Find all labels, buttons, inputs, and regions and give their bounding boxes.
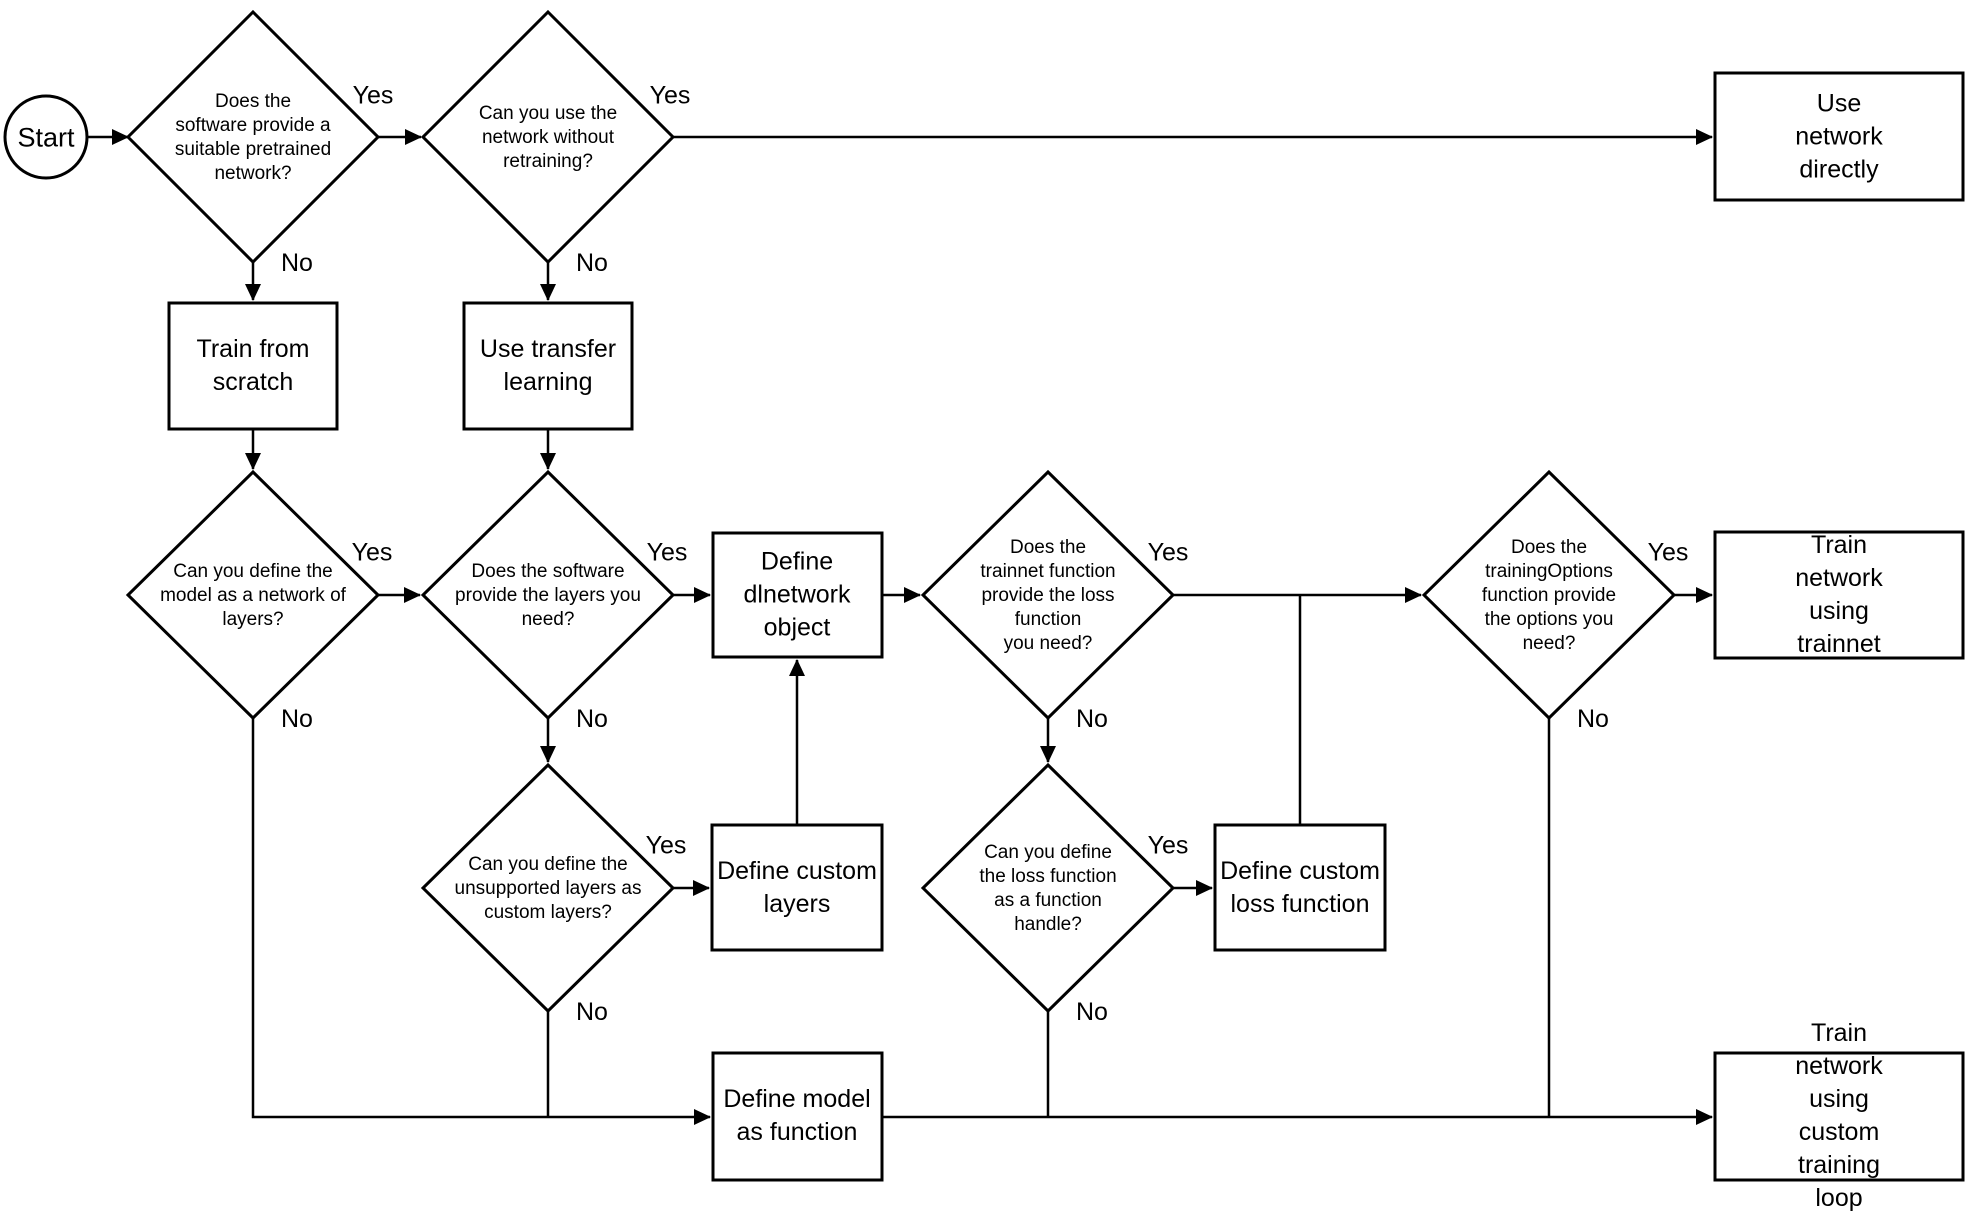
edge-label-no-pretrained: No (281, 249, 313, 277)
edge-label-yes-trainnet: Yes (1147, 538, 1189, 567)
decision-layers-provided-diamond (420, 469, 676, 721)
edge-label-yes-unsupported: Yes (645, 831, 687, 860)
edge-label-no-retraining: No (576, 249, 608, 277)
decision-training-options-diamond (1421, 469, 1677, 721)
edge-network-of-layers-no (251, 718, 711, 1125)
edge-label-yes-layers-provided: Yes (646, 538, 688, 567)
edge-label-yes-training-options: Yes (1647, 538, 1689, 567)
decision-unsupported-layers-diamond (420, 762, 676, 1014)
process-use-network-directly-box (1713, 71, 1965, 202)
process-define-model-as-function-box (711, 1051, 884, 1182)
process-use-transfer-learning-box (462, 301, 634, 431)
edge-label-yes-loss-handle: Yes (1147, 831, 1189, 860)
edge-label-no-training-options: No (1577, 705, 1609, 733)
decision-pretrained-diamond (125, 9, 381, 265)
process-train-using-trainnet-box (1713, 530, 1965, 660)
decision-network-of-layers-diamond (125, 469, 381, 721)
edge-label-yes-pretrained: Yes (352, 81, 394, 110)
edge-label-no-network-of-layers: No (281, 705, 313, 733)
process-train-custom-loop-box (1713, 1051, 1965, 1182)
start-node (3, 94, 89, 180)
decision-trainnet-loss-diamond (920, 469, 1176, 721)
edge-label-no-trainnet: No (1076, 705, 1108, 733)
edge-label-no-unsupported: No (576, 998, 608, 1026)
process-define-dlnetwork-box (711, 531, 884, 659)
decision-loss-handle-diamond (920, 762, 1176, 1014)
edge-label-yes-network-of-layers: Yes (351, 538, 393, 567)
decision-without-retraining-diamond (420, 9, 676, 265)
edge-label-no-loss-handle: No (1076, 998, 1108, 1026)
process-train-from-scratch-box (167, 301, 339, 431)
process-define-custom-loss-box (1213, 823, 1387, 952)
process-define-custom-layers-box (710, 823, 884, 952)
edge-label-no-layers-provided: No (576, 705, 608, 733)
edge-label-yes-retraining: Yes (649, 81, 691, 110)
